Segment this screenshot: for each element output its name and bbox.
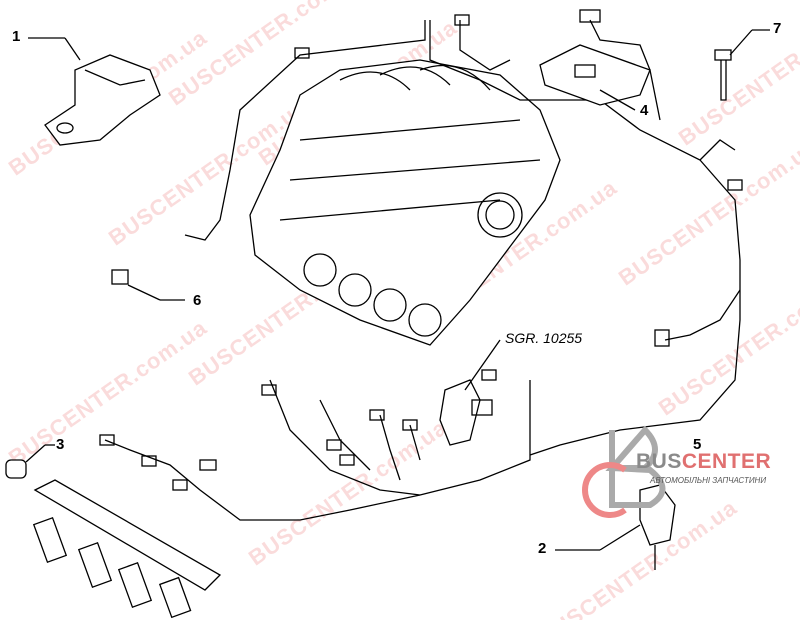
bolt-part-7 <box>714 49 732 101</box>
intake-manifold <box>249 59 561 346</box>
buscenter-logo-mark <box>582 425 666 518</box>
callout-3: 3 <box>56 436 65 453</box>
logo-part-center: CENTER <box>681 450 772 473</box>
logo-text: BUSCENTER <box>636 450 771 474</box>
wiring-harness <box>99 9 743 521</box>
clip-part-6 <box>111 269 129 285</box>
callout-2: 2 <box>538 540 547 557</box>
logo-part-bus: BUS <box>636 450 682 473</box>
callout-5: 5 <box>693 436 702 453</box>
logo-subtitle: АВТОМОБІЛЬНІ ЗАПЧАСТИНИ <box>650 476 767 485</box>
sensor-sgr-10255 <box>439 379 493 446</box>
sleeve-part-3 <box>5 459 27 479</box>
callout-1: 1 <box>12 28 21 45</box>
fuel-rail-injectors <box>32 479 222 619</box>
reference-label: SGR. 10255 <box>505 330 583 346</box>
control-module-part-4 <box>539 44 651 106</box>
callout-4: 4 <box>640 102 649 119</box>
callout-6: 6 <box>193 292 202 309</box>
callout-7: 7 <box>773 20 782 37</box>
bracket-part-1 <box>44 54 161 146</box>
